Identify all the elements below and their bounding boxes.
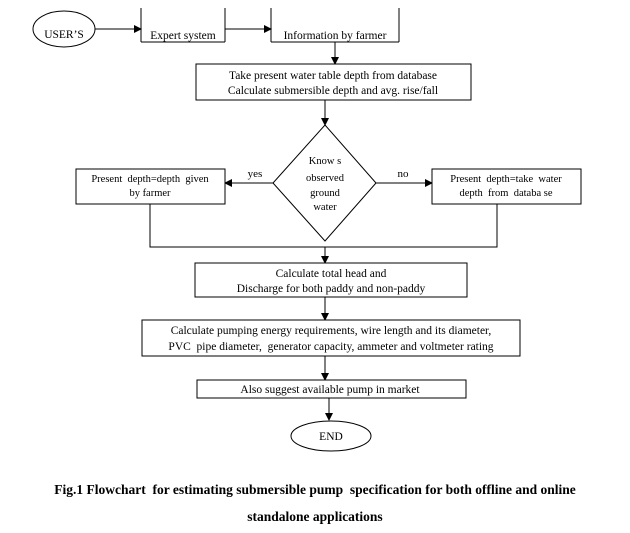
decision-line4: water <box>313 202 337 213</box>
figure-caption-line2: standalone applications <box>247 509 383 524</box>
decision-line2: observed <box>306 173 345 184</box>
expert-system-box <box>140 8 226 43</box>
end-label: END <box>319 431 343 443</box>
decision-diamond <box>272 124 377 242</box>
step1-box <box>195 63 472 101</box>
step2-line2: Discharge for both paddy and non-paddy <box>237 283 426 295</box>
step4-box <box>196 379 467 399</box>
step1-line2: Calculate submersible depth and avg. ris… <box>228 85 438 97</box>
yes-box-line2: by farmer <box>129 188 171 199</box>
info-by-farmer-label: Information by farmer <box>284 30 387 42</box>
decision-line1: Know s <box>309 156 341 167</box>
start-label: USER’S <box>44 29 84 41</box>
no-box <box>431 168 582 205</box>
step3-line2: PVC pipe diameter, generator capacity, a… <box>168 341 493 353</box>
no-box-line2: depth from databa se <box>459 188 552 199</box>
yes-box-line1: Present depth=depth given <box>91 174 209 185</box>
decision-line3: ground <box>310 188 340 199</box>
no-box-line1: Present depth=take water <box>450 174 562 185</box>
figure-caption-line1: Fig.1 Flowchart for estimating submersib… <box>54 482 576 497</box>
yes-box <box>75 168 226 205</box>
step2-line1: Calculate total head and <box>276 268 387 280</box>
step3-box <box>141 319 521 357</box>
step3-line1: Calculate pumping energy requirements, w… <box>171 325 492 337</box>
no-label: no <box>398 168 410 180</box>
end-node <box>290 420 372 452</box>
step4-label: Also suggest available pump in market <box>240 384 420 396</box>
expert-system-label: Expert system <box>150 30 216 42</box>
merge-connector <box>149 204 498 248</box>
step2-box <box>194 262 468 298</box>
yes-label: yes <box>248 168 263 180</box>
step1-line1: Take present water table depth from data… <box>229 70 437 82</box>
